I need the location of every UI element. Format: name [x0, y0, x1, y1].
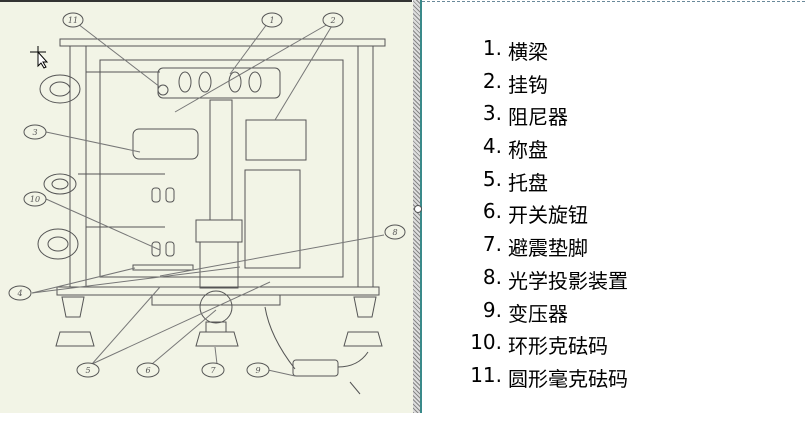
list-item: 5.托盘 [482, 166, 548, 195]
callout-3: 3 [32, 128, 37, 137]
callout-2: 2 [329, 16, 335, 25]
resize-handle[interactable] [414, 205, 422, 213]
list-item: 2.挂钩 [482, 68, 548, 97]
callout-5: 5 [85, 366, 90, 375]
list-item: 4.称盘 [482, 134, 548, 163]
list-item: 10.环形克砝码 [470, 330, 608, 359]
balance-drawing: 11 1 2 3 10 8 4 5 6 7 9 [8, 12, 406, 395]
dashed-border [422, 1, 805, 2]
callout-1: 1 [269, 16, 274, 25]
list-item: 3.阻尼器 [482, 101, 568, 130]
list-item: 1.横梁 [482, 36, 548, 64]
callout-9: 9 [255, 366, 260, 375]
callout-8: 8 [392, 228, 397, 237]
list-item: 6.开关旋钮 [482, 199, 588, 228]
callout-6: 6 [145, 366, 150, 375]
callout-4: 4 [16, 289, 22, 298]
list-item: 11.圆形毫克砝码 [470, 362, 628, 391]
parts-list: 1.横梁 2.挂钩 3.阻尼器 4.称盘 5.托盘 6.开关旋钮 7.避震垫脚 … [460, 36, 628, 396]
list-item: 9.变压器 [482, 297, 568, 326]
list-item: 8.光学投影装置 [482, 264, 628, 293]
list-item: 7.避震垫脚 [482, 232, 588, 261]
callout-11: 11 [68, 16, 78, 25]
top-border [0, 0, 412, 2]
move-cursor-icon [30, 46, 49, 69]
callout-7: 7 [210, 366, 216, 375]
callout-10: 10 [30, 195, 40, 204]
